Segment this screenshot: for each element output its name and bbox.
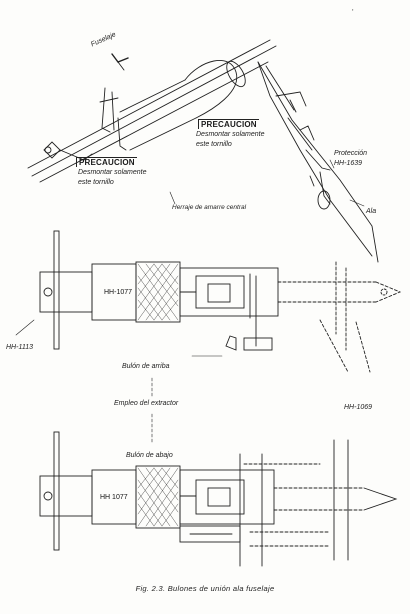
label-hh1077-top: HH-1077: [104, 289, 133, 296]
precaucion-line2-left: este tornillo: [78, 179, 114, 186]
precaucion-line1-right: Desmontar solamente: [196, 131, 265, 138]
label-bulon-arriba: Bulón de arriba: [122, 363, 170, 370]
label-empleo-extractor: Empleo del extractor: [114, 400, 179, 407]
label-ala: Ala: [366, 208, 377, 215]
precaucion-title-right: PRECAUCION: [198, 119, 259, 129]
knurling-upper: [137, 263, 179, 321]
label-hh1069: HH-1069: [344, 404, 373, 411]
fuselage-wing-assembly: [27, 39, 277, 183]
label-proteccion: Protección: [334, 150, 368, 157]
precaucion-line2-right: este tornillo: [196, 141, 232, 148]
precaucion-title-left: PRECAUCION: [76, 157, 137, 167]
label-hh1113: HH-1113: [6, 344, 33, 351]
label-hh1639: HH-1639: [334, 160, 363, 167]
label-herraje: Herraje de amarre central: [172, 204, 247, 211]
label-hh1077-bottom: HH 1077: [100, 494, 128, 501]
precaucion-line1-left: Desmontar solamente: [78, 169, 147, 176]
wing-section: [257, 61, 379, 263]
knurling-lower: [137, 467, 179, 527]
lower-extractor: [39, 431, 398, 567]
page-mark: ': [352, 8, 354, 17]
figure-caption: Fig. 2.3. Bulones de unión ala fuselaje: [135, 584, 275, 593]
label-bulon-abajo: Bulón de abajo: [126, 452, 173, 459]
upper-extractor: [39, 230, 402, 373]
